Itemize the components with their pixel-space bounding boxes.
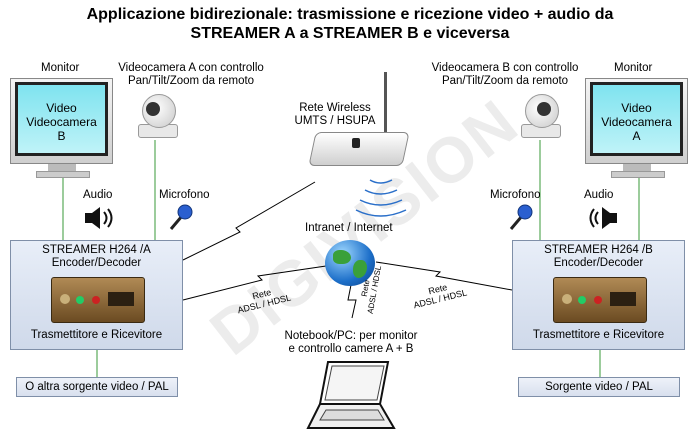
left-microphone-icon [165, 203, 195, 233]
laptop-icon [306, 360, 396, 432]
left-video-source-box: O altra sorgente video / PAL [16, 377, 178, 397]
left-screen-line3: B [57, 129, 66, 143]
streamer-a-bottom-label: Trasmettitore e Ricevitore [30, 329, 163, 341]
right-camera-label-line2: Pan/Tilt/Zoom da remoto [441, 75, 569, 87]
wireless-label-line2: UMTS / HSUPA [294, 115, 376, 127]
left-screen-line1: Video [46, 101, 77, 115]
right-camera-label-line1: Videocamera B con controllo [431, 62, 579, 74]
right-monitor-screen: Video Videocamera A [590, 82, 683, 156]
notebook-label: Notebook/PC: per monitor e controllo cam… [276, 330, 426, 356]
left-speaker-icon [83, 205, 117, 231]
streamer-b-subtitle: Encoder/Decoder [553, 257, 644, 269]
left-ptz-camera-icon [132, 90, 182, 140]
left-camera-label-line2: Pan/Tilt/Zoom da remoto [127, 75, 255, 87]
diagram-title-line1: Applicazione bidirezionale: trasmissione… [86, 6, 614, 23]
left-screen-line2: Videocamera [26, 115, 97, 129]
streamer-b-title: STREAMER H264 /B [544, 244, 653, 256]
right-monitor-label: Monitor [614, 62, 653, 74]
right-video-source-box: Sorgente video / PAL [518, 377, 680, 397]
diagram-title-line2: STREAMER A a STREAMER B e viceversa [190, 25, 510, 42]
streamer-a-device-icon [51, 277, 145, 323]
right-camera-label: Videocamera B con controllo Pan/Tilt/Zoo… [430, 62, 580, 88]
right-mic-label: Microfono [490, 189, 541, 201]
left-monitor-label: Monitor [41, 62, 80, 74]
streamer-a-box: STREAMER H264 /A Encoder/Decoder Trasmet… [10, 240, 183, 350]
left-audio-label: Audio [83, 189, 113, 201]
right-screen-line3: A [632, 129, 641, 143]
left-monitor-screen: Video Videocamera B [15, 82, 108, 156]
globe-icon [325, 240, 375, 286]
wireless-router-icon [308, 72, 410, 172]
streamer-a-subtitle: Encoder/Decoder [51, 257, 142, 269]
streamer-b-device-icon [553, 277, 647, 323]
left-camera-label-line1: Videocamera A con controllo [118, 62, 264, 74]
streamer-b-box: STREAMER H264 /B Encoder/Decoder Trasmet… [512, 240, 685, 350]
notebook-label-line1: Notebook/PC: per monitor [284, 330, 418, 342]
right-ptz-camera-icon [515, 90, 565, 140]
wireless-label-line1: Rete Wireless [299, 102, 371, 114]
notebook-label-line2: e controllo camere A + B [288, 343, 414, 355]
right-screen-line1: Video [621, 101, 652, 115]
wireless-label: Rete Wireless UMTS / HSUPA [290, 102, 380, 128]
right-microphone-icon [505, 203, 535, 233]
left-mic-label: Microfono [159, 189, 210, 201]
left-monitor-icon: Video Videocamera B [10, 78, 113, 178]
internet-label: Intranet / Internet [305, 222, 393, 234]
right-audio-label: Audio [584, 189, 614, 201]
streamer-a-title: STREAMER H264 /A [42, 244, 151, 256]
streamer-b-bottom-label: Trasmettitore e Ricevitore [532, 329, 665, 341]
left-camera-label: Videocamera A con controllo Pan/Tilt/Zoo… [116, 62, 266, 88]
right-screen-line2: Videocamera [601, 115, 672, 129]
right-speaker-icon [585, 205, 619, 231]
right-monitor-icon: Video Videocamera A [585, 78, 688, 178]
